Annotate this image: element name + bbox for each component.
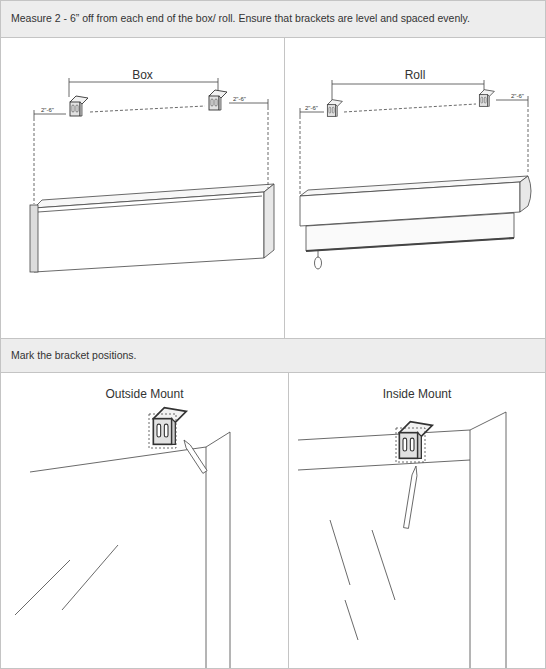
guide-line	[300, 116, 301, 194]
window-frame-edge	[230, 432, 231, 668]
illustration-panel: Inside Mount	[288, 372, 546, 669]
step-instruction: Measure 2 - 6” off from each end of the …	[11, 12, 535, 25]
panel-heading: Roll	[285, 68, 545, 83]
dimension-tick	[484, 80, 485, 90]
panel-heading: Inside Mount	[289, 387, 545, 402]
dimension-tick	[218, 78, 219, 91]
dimension-line	[300, 112, 324, 113]
dimension-label: 2"-6"	[510, 93, 525, 99]
instruction-band: Measure 2 - 6” off from each end of the …	[0, 0, 546, 38]
pencil	[404, 466, 417, 528]
dimension-tick	[528, 96, 529, 104]
dimension-label: 2"-6"	[232, 96, 247, 102]
dimension-line	[34, 114, 66, 115]
glass-reflection	[372, 530, 395, 600]
illustration-panel: Roll	[284, 37, 546, 339]
frame-edge	[298, 430, 470, 440]
box-front-face	[34, 192, 264, 272]
dimension-tick	[268, 99, 269, 107]
level-line	[90, 106, 205, 112]
frame-edge	[506, 412, 507, 668]
guide-line	[34, 118, 35, 204]
dimension-tick	[34, 110, 35, 118]
dimension-line	[496, 100, 528, 101]
guide-line	[528, 104, 529, 174]
glass-reflection	[62, 545, 118, 610]
frame-edge	[470, 412, 506, 430]
illustration-panel: Box	[0, 37, 285, 339]
dimension-tick	[300, 108, 301, 116]
step-instruction: Mark the bracket positions.	[11, 349, 535, 362]
panel-heading: Box	[1, 68, 284, 83]
mark-outline	[396, 428, 425, 462]
pencil	[184, 440, 207, 473]
dimension-tick	[332, 80, 333, 100]
level-line	[344, 104, 476, 112]
dimension-label: 2"-6"	[40, 107, 55, 113]
frame-edge	[298, 460, 470, 470]
roll-bottom-bar	[306, 238, 514, 251]
bracket	[479, 90, 494, 107]
window-frame-edge	[206, 447, 207, 668]
dimension-line	[229, 103, 268, 104]
frame-edge	[470, 430, 471, 460]
window-frame-edge	[30, 447, 206, 472]
dimension-line	[332, 84, 484, 85]
illustration-panel: Outside Mount	[0, 372, 289, 669]
panel-heading: Outside Mount	[1, 387, 288, 402]
glass-reflection	[330, 520, 350, 585]
guide-line	[268, 107, 269, 188]
bracket	[153, 408, 186, 445]
bracket	[209, 90, 227, 110]
box-rail	[38, 196, 262, 212]
mark-outline	[149, 414, 176, 448]
glass-reflection	[345, 600, 358, 640]
instruction-band: Mark the bracket positions.	[0, 338, 546, 373]
bracket	[399, 422, 432, 459]
box-end-face	[264, 184, 274, 258]
bracket	[70, 96, 88, 116]
pull-cord	[318, 251, 319, 257]
glass-reflection	[15, 560, 70, 615]
frame-edge	[470, 460, 471, 668]
dimension-label: 2"-6"	[304, 105, 319, 111]
pull-ring	[315, 257, 322, 269]
box-end-cap	[30, 205, 38, 272]
dimension-tick	[69, 78, 70, 97]
bracket	[327, 100, 342, 117]
roll-fabric	[306, 213, 514, 251]
roll-end-cap	[520, 176, 531, 212]
window-frame-edge	[206, 432, 230, 447]
